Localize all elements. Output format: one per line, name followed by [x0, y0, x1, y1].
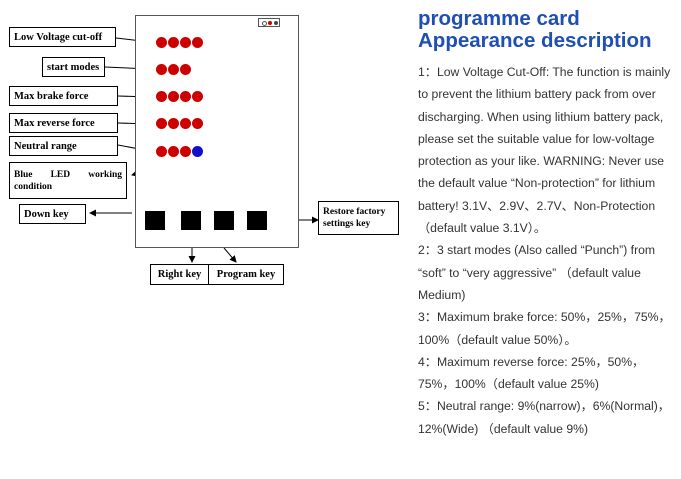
arrow-program-key	[223, 247, 237, 263]
programme-card-diagram: Low Voltage cut-off start modes Max brak…	[9, 15, 399, 285]
red-led	[168, 64, 179, 75]
card-status-indicator	[258, 18, 280, 27]
label-max-reverse: Max reverse force	[9, 113, 118, 133]
red-led	[156, 118, 167, 129]
programme-card-outline	[135, 15, 299, 248]
down-key-button[interactable]	[181, 211, 201, 230]
program-key-button[interactable]	[214, 211, 234, 230]
red-led	[168, 118, 179, 129]
red-led	[180, 64, 191, 75]
red-led	[168, 146, 179, 157]
title-line-1: programme card	[418, 7, 580, 30]
label-blue-led: Blue LED working condition	[9, 162, 127, 199]
description-item-5: 5：Neutral range: 9%(narrow)，6%(Normal)，1…	[418, 399, 670, 436]
blue-led	[192, 146, 203, 157]
red-led	[192, 91, 203, 102]
indicator-dot-red	[268, 21, 272, 25]
label-max-brake: Max brake force	[9, 86, 118, 106]
red-led	[156, 146, 167, 157]
red-led	[192, 37, 203, 48]
restore-key-button[interactable]	[247, 211, 267, 230]
red-led	[168, 91, 179, 102]
description-item-2: 2：3 start modes (Also called “Punch”) fr…	[418, 243, 656, 302]
description-item-4: 4：Maximum reverse force: 25%，50%，75%，100…	[418, 354, 645, 392]
label-down-key: Down key	[19, 204, 86, 224]
title: programme card Appearance description	[418, 8, 678, 52]
indicator-dot-dark	[274, 21, 278, 25]
label-program-key: Program key	[208, 264, 284, 285]
description-item-3: 3：Maximum brake force: 50%，25%，75%，100%（…	[418, 310, 671, 347]
red-led	[180, 118, 191, 129]
label-neutral: Neutral range	[9, 136, 118, 156]
red-led	[156, 37, 167, 48]
label-restore: Restore factory settings key	[318, 201, 399, 235]
red-led	[180, 146, 191, 157]
label-low-voltage: Low Voltage cut-off	[9, 27, 116, 47]
description-item-1: 1：Low Voltage Cut-Off: The function is m…	[418, 65, 671, 236]
red-led	[156, 91, 167, 102]
indicator-dot-empty	[262, 21, 267, 26]
label-right-key: Right key	[150, 264, 209, 285]
title-line-2: Appearance description	[418, 29, 652, 52]
label-start-modes: start modes	[42, 57, 105, 77]
red-led	[168, 37, 179, 48]
description-body: 1：Low Voltage Cut-Off: The function is m…	[418, 61, 678, 440]
red-led	[192, 118, 203, 129]
red-led	[180, 91, 191, 102]
description-panel: programme card Appearance description 1：…	[418, 8, 678, 440]
key-1[interactable]	[145, 211, 165, 230]
red-led	[180, 37, 191, 48]
red-led	[156, 64, 167, 75]
